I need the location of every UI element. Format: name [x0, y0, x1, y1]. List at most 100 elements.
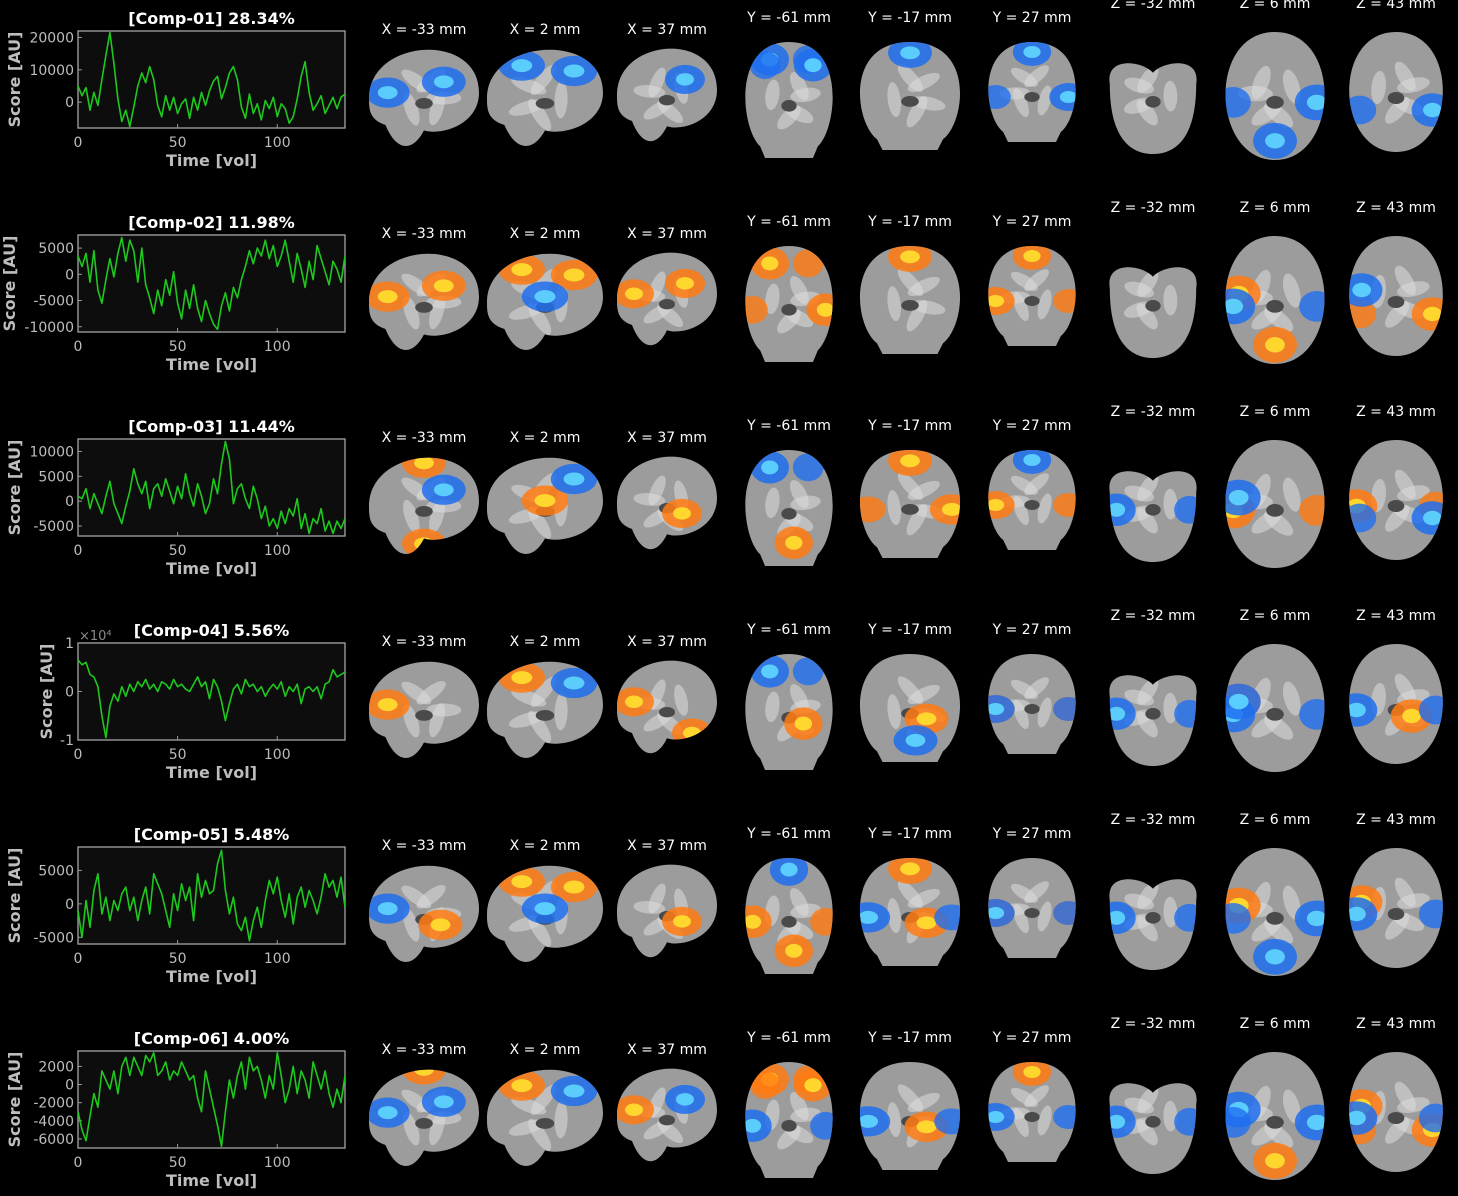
negative-blob-peak [1306, 1114, 1325, 1131]
white-matter [1394, 469, 1416, 500]
slice-overlay [1109, 678, 1197, 738]
white-matter [1136, 711, 1158, 738]
white-matter [907, 684, 940, 705]
x-tick-label: 50 [169, 747, 187, 763]
white-matter [401, 681, 432, 705]
x-tick-label: 50 [169, 135, 187, 151]
brain-slice-sagittal [617, 252, 717, 346]
negative-blob [934, 904, 961, 931]
white-matter [1124, 77, 1154, 94]
brain-slice-sagittal [617, 1068, 717, 1162]
white-matter [765, 691, 780, 723]
slice-overlay [617, 1084, 705, 1144]
white-matter [789, 72, 809, 101]
white-matter [429, 499, 446, 534]
slice-label: Z = 6 mm [1240, 200, 1311, 216]
slice-overlay [859, 858, 961, 944]
slice-label: Z = 43 mm [1356, 0, 1436, 12]
ventricle [901, 300, 919, 311]
slice-label: Y = 27 mm [992, 826, 1072, 842]
brain-slice-coronal [859, 42, 961, 150]
slice-overlay [1109, 474, 1197, 534]
white-matter [910, 300, 946, 315]
positive-blob-peak [761, 256, 779, 271]
y-tick-label: -4000 [33, 1114, 74, 1130]
negative-blob [1225, 87, 1251, 118]
brain-slice-axial-low [1109, 267, 1197, 358]
white-matter [765, 487, 780, 519]
white-matter [1163, 284, 1178, 316]
ventricle [1266, 1116, 1284, 1129]
negative-blob-peak [1423, 102, 1442, 118]
ventricle [781, 1120, 797, 1132]
brain-slice-axial-low [1109, 63, 1197, 155]
brain-slice-axial [1225, 644, 1325, 772]
brain-tissue [1225, 440, 1325, 568]
white-matter [511, 1096, 547, 1115]
y-tick-label: -2000 [33, 1096, 74, 1112]
positive-blob-peak [433, 279, 454, 293]
slice-label: Y = -61 mm [746, 10, 831, 26]
slice-overlay [887, 676, 949, 756]
brain-slice-coronal [745, 42, 833, 158]
slice-label: Z = 6 mm [1240, 0, 1311, 12]
ventricle [901, 504, 919, 515]
negative-blob-peak [1059, 91, 1076, 103]
slice-overlay [988, 450, 1076, 526]
x-tick-label: 0 [74, 951, 83, 967]
white-matter [1013, 700, 1029, 730]
component-title: [Comp-03] 11.44% [128, 417, 295, 436]
negative-blob-peak [745, 1118, 762, 1133]
plot-frame [77, 234, 346, 333]
ventricle [901, 96, 919, 107]
negative-blob-peak [676, 1093, 694, 1106]
negative-blob-peak [1228, 693, 1249, 710]
brain-slice-coronal [745, 1062, 833, 1178]
y-tick-label: -6000 [33, 1132, 74, 1148]
brain-slice-axial [1349, 848, 1443, 968]
slice-label: Z = 6 mm [1240, 404, 1311, 420]
slice-overlay [633, 475, 702, 532]
negative-blob-peak [433, 1095, 454, 1109]
positive-blob-peak [916, 712, 937, 726]
brain-slice-sagittal [369, 661, 479, 758]
slice-overlay [1349, 673, 1443, 736]
negative-blob [810, 1111, 833, 1140]
negative-blob-peak [1352, 282, 1372, 298]
white-matter [1124, 485, 1154, 502]
white-matter [657, 304, 684, 328]
slice-label: X = 2 mm [510, 22, 581, 38]
y-axis-label: Score [AU] [37, 644, 56, 740]
white-matter [657, 100, 684, 124]
ventricle [1145, 708, 1161, 720]
white-matter [1013, 496, 1029, 526]
slice-label: Z = 43 mm [1356, 404, 1436, 420]
slice-label: Z = 6 mm [1240, 1016, 1311, 1032]
positive-blob-peak [1423, 306, 1442, 322]
negative-blob-peak [905, 733, 926, 747]
slice-label: Z = 6 mm [1240, 812, 1311, 828]
positive-blob-peak [625, 1103, 643, 1117]
white-matter [789, 276, 809, 305]
brain-slice-sagittal [369, 865, 479, 962]
ventricle [1387, 500, 1405, 512]
plot-frame [77, 1050, 346, 1149]
plot-frame [77, 846, 346, 945]
white-matter [887, 286, 901, 322]
brain-tissue [859, 1062, 961, 1170]
x-tick-label: 100 [264, 543, 291, 559]
slice-label: X = 2 mm [510, 226, 581, 242]
brain-slice-axial-low [1109, 675, 1197, 766]
slice-overlay [745, 1063, 833, 1150]
slice-overlay [1109, 1086, 1197, 1146]
slice-label: Z = 43 mm [1356, 812, 1436, 828]
time-course-line [77, 440, 346, 535]
negative-blob-peak [563, 64, 585, 78]
white-matter [789, 1092, 809, 1121]
ventricle [535, 710, 555, 721]
white-matter [403, 1111, 420, 1146]
ventricle [781, 508, 797, 520]
positive-blob-peak [534, 494, 556, 508]
negative-blob [1174, 1107, 1197, 1136]
